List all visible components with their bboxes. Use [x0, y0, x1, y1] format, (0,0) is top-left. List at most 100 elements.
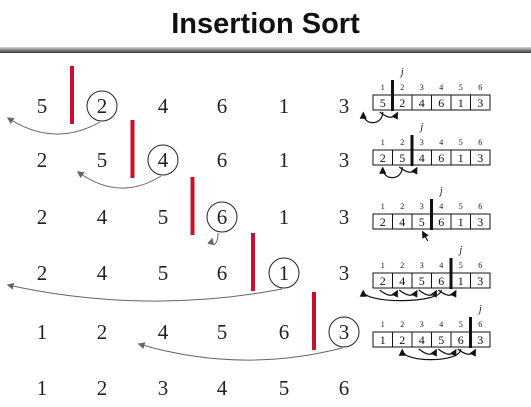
key-circle	[147, 144, 179, 176]
array-cell-value: 1	[380, 333, 386, 347]
shift-arrow	[379, 289, 398, 298]
array-cell-value: 6	[438, 274, 444, 288]
key-circle	[268, 257, 300, 289]
array-value: 4	[97, 261, 108, 285]
array-cell-value: 5	[419, 215, 425, 229]
array-cell	[470, 272, 491, 289]
j-divider	[469, 317, 472, 348]
array-cell-value: 4	[399, 274, 405, 288]
array-index-label: 6	[478, 83, 482, 92]
array-value: 6	[217, 94, 228, 118]
array-index-label: 3	[420, 83, 424, 92]
array-value: 3	[339, 94, 350, 118]
array-cell-value: 4	[419, 333, 425, 347]
array-cell-value: 4	[419, 151, 425, 165]
page-title: Insertion Sort	[171, 8, 360, 40]
sorted-boundary-bar	[130, 120, 135, 178]
array-cell-value: 3	[477, 333, 483, 347]
array-value: 1	[279, 261, 290, 285]
insertion-arrow	[76, 171, 162, 189]
array-index-label: 1	[381, 261, 385, 270]
array-cell-value: 6	[438, 215, 444, 229]
array-value: 5	[37, 94, 48, 118]
array-value: 5	[279, 376, 290, 400]
array-cell-value: 6	[458, 333, 464, 347]
array-value: 6	[217, 205, 228, 229]
array-value: 2	[37, 148, 48, 172]
array-index-label: 6	[478, 261, 482, 270]
title-divider	[0, 47, 531, 53]
array-cell	[470, 149, 491, 166]
key-circle	[86, 90, 118, 122]
array-value: 6	[217, 148, 228, 172]
array-index-label: 5	[459, 261, 463, 270]
key-insert-arrow	[359, 289, 442, 302]
array-index-label: 2	[400, 320, 404, 329]
array-index-label: 4	[439, 320, 443, 329]
key-circle	[206, 201, 238, 233]
array-value: 1	[37, 376, 48, 400]
array-value: 4	[158, 148, 169, 172]
array-value: 4	[158, 94, 169, 118]
array-value: 2	[97, 94, 108, 118]
shift-arrow	[398, 289, 418, 298]
array-index-label: 4	[439, 138, 443, 147]
array-value: 1	[279, 148, 290, 172]
array-value: 1	[279, 94, 290, 118]
array-value: 5	[158, 205, 169, 229]
key-circle	[328, 316, 360, 348]
array-value: 5	[97, 148, 108, 172]
array-cell	[470, 213, 491, 230]
key-insert-arrow	[359, 111, 384, 124]
array-value: 6	[217, 261, 228, 285]
array-cell-value: 6	[438, 151, 444, 165]
array-cell-value: 4	[399, 215, 405, 229]
j-label: j	[418, 122, 423, 133]
sorted-boundary-bar	[251, 233, 255, 291]
sorted-boundary-bar	[190, 177, 195, 235]
array-index-label: 5	[459, 320, 463, 329]
array-value: 2	[37, 205, 48, 229]
array-cell-value: 3	[477, 96, 483, 110]
array-cell-value: 1	[458, 151, 464, 165]
sort-step-row: 5 2 4 6 1 3	[6, 66, 350, 135]
array-index-label: 1	[381, 138, 385, 147]
shift-arrow	[418, 348, 437, 357]
shift-arrow	[457, 348, 476, 357]
j-label: j	[457, 245, 462, 256]
array-index-label: 1	[381, 83, 385, 92]
array-value: 5	[158, 261, 169, 285]
array-value: 3	[339, 148, 350, 172]
j-label: j	[477, 304, 482, 315]
insertion-arrow	[6, 117, 101, 135]
array-value: 4	[97, 205, 108, 229]
array-cell-value: 2	[380, 215, 386, 229]
array-index-label: 1	[381, 202, 385, 211]
array-index-label: 6	[478, 138, 482, 147]
array-cell-value: 3	[477, 215, 483, 229]
array-cell	[470, 94, 491, 111]
array-value: 4	[158, 320, 169, 344]
sorted-boundary-bar	[312, 292, 316, 350]
array-value: 6	[279, 320, 290, 344]
array-index-label: 2	[400, 83, 404, 92]
array-value: 2	[37, 261, 48, 285]
array-index-label: 3	[420, 261, 424, 270]
array-value: 6	[339, 376, 350, 400]
array-cell-value: 5	[399, 151, 405, 165]
array-cell-value: 5	[438, 333, 444, 347]
array-value: 5	[217, 320, 228, 344]
array-index-label: 4	[439, 202, 443, 211]
array-index-label: 5	[459, 138, 463, 147]
array-cell-value: 2	[380, 274, 386, 288]
array-cell-value: 3	[477, 151, 483, 165]
key-insert-arrow	[398, 348, 462, 361]
sort-step-row: 2 5 4 6 1 3	[37, 120, 350, 189]
array-value: 3	[339, 205, 350, 229]
